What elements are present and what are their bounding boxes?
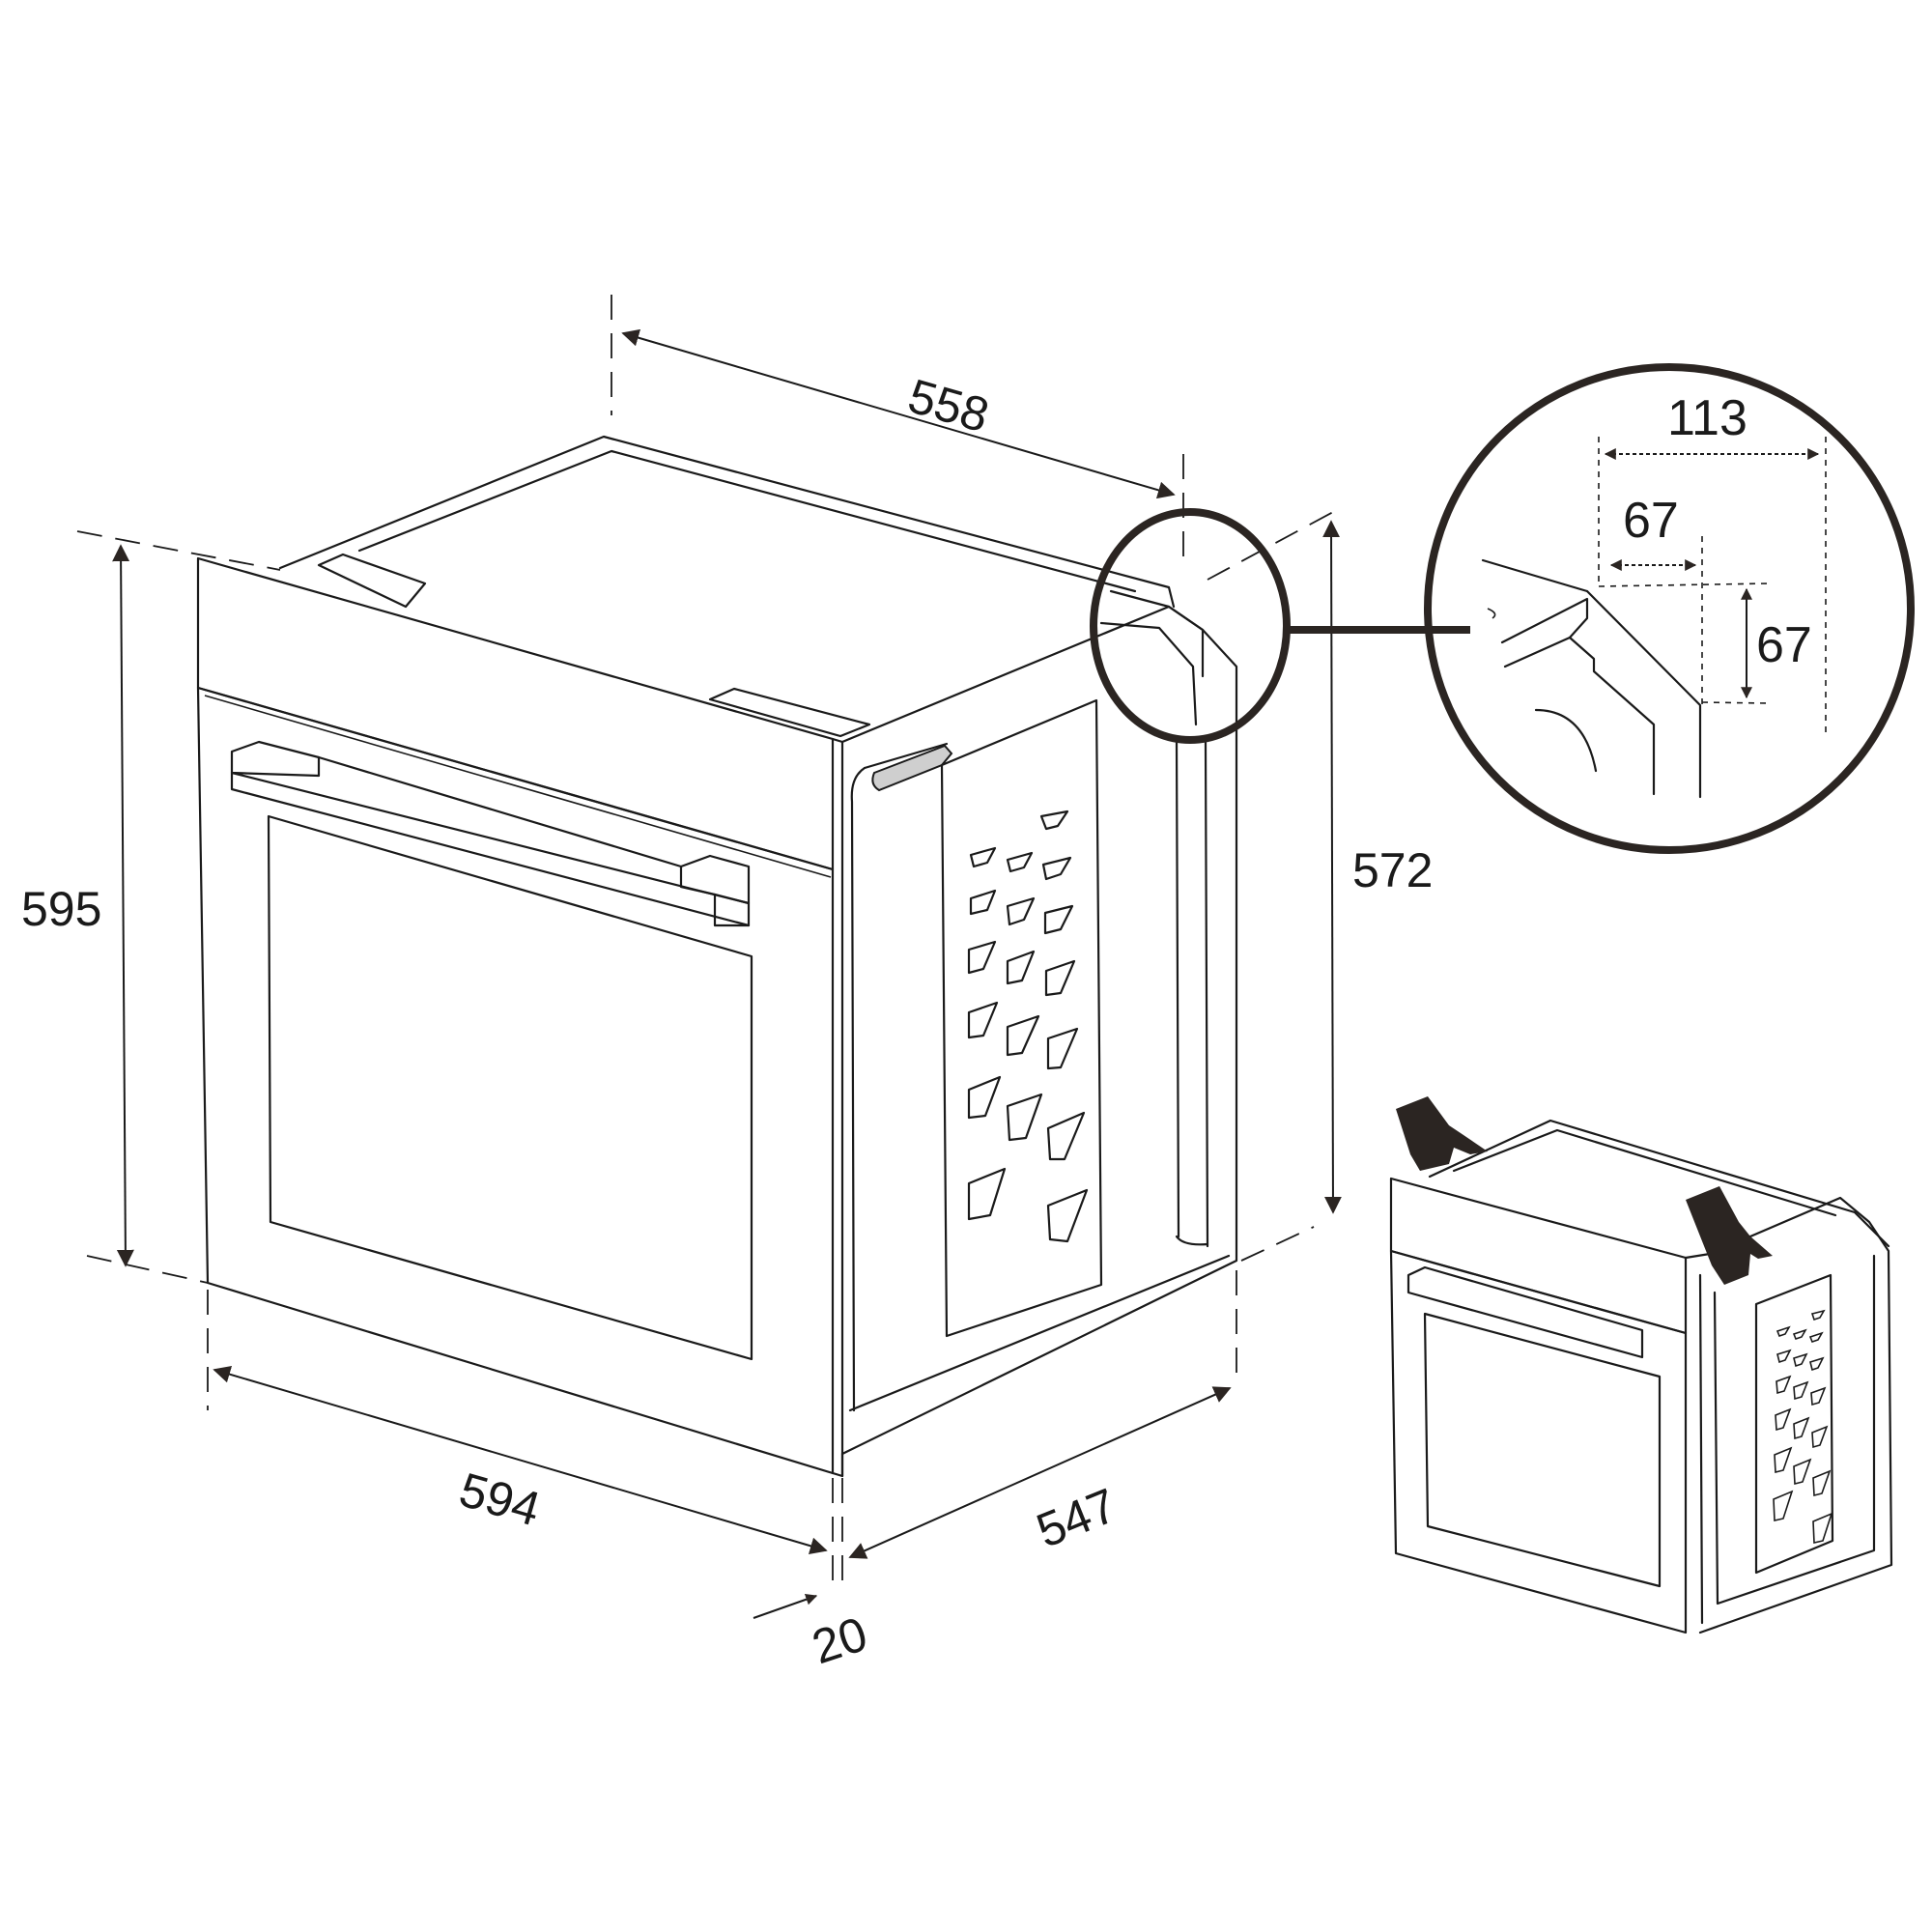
dimension-lines [76, 295, 1342, 1619]
detail-label-67-horizontal: 67 [1623, 493, 1679, 549]
dimension-label-547: 547 [1029, 1478, 1123, 1558]
dimension-label-572: 572 [1352, 843, 1433, 897]
installation-illustration [1389, 1096, 1893, 1634]
detail-label-113: 113 [1667, 390, 1747, 446]
dimension-label-594: 594 [454, 1463, 547, 1537]
dimension-label-595: 595 [21, 882, 101, 936]
dimension-label-20: 20 [806, 1606, 873, 1674]
dimension-label-558: 558 [902, 369, 995, 443]
side-vent-grid [967, 810, 1089, 1243]
hand-icon-left [1396, 1096, 1488, 1171]
detail-callout [1090, 363, 1915, 854]
hand-icon-right [1686, 1186, 1773, 1285]
main-oven-drawing [196, 435, 1238, 1478]
detail-label-67-vertical: 67 [1756, 617, 1812, 673]
